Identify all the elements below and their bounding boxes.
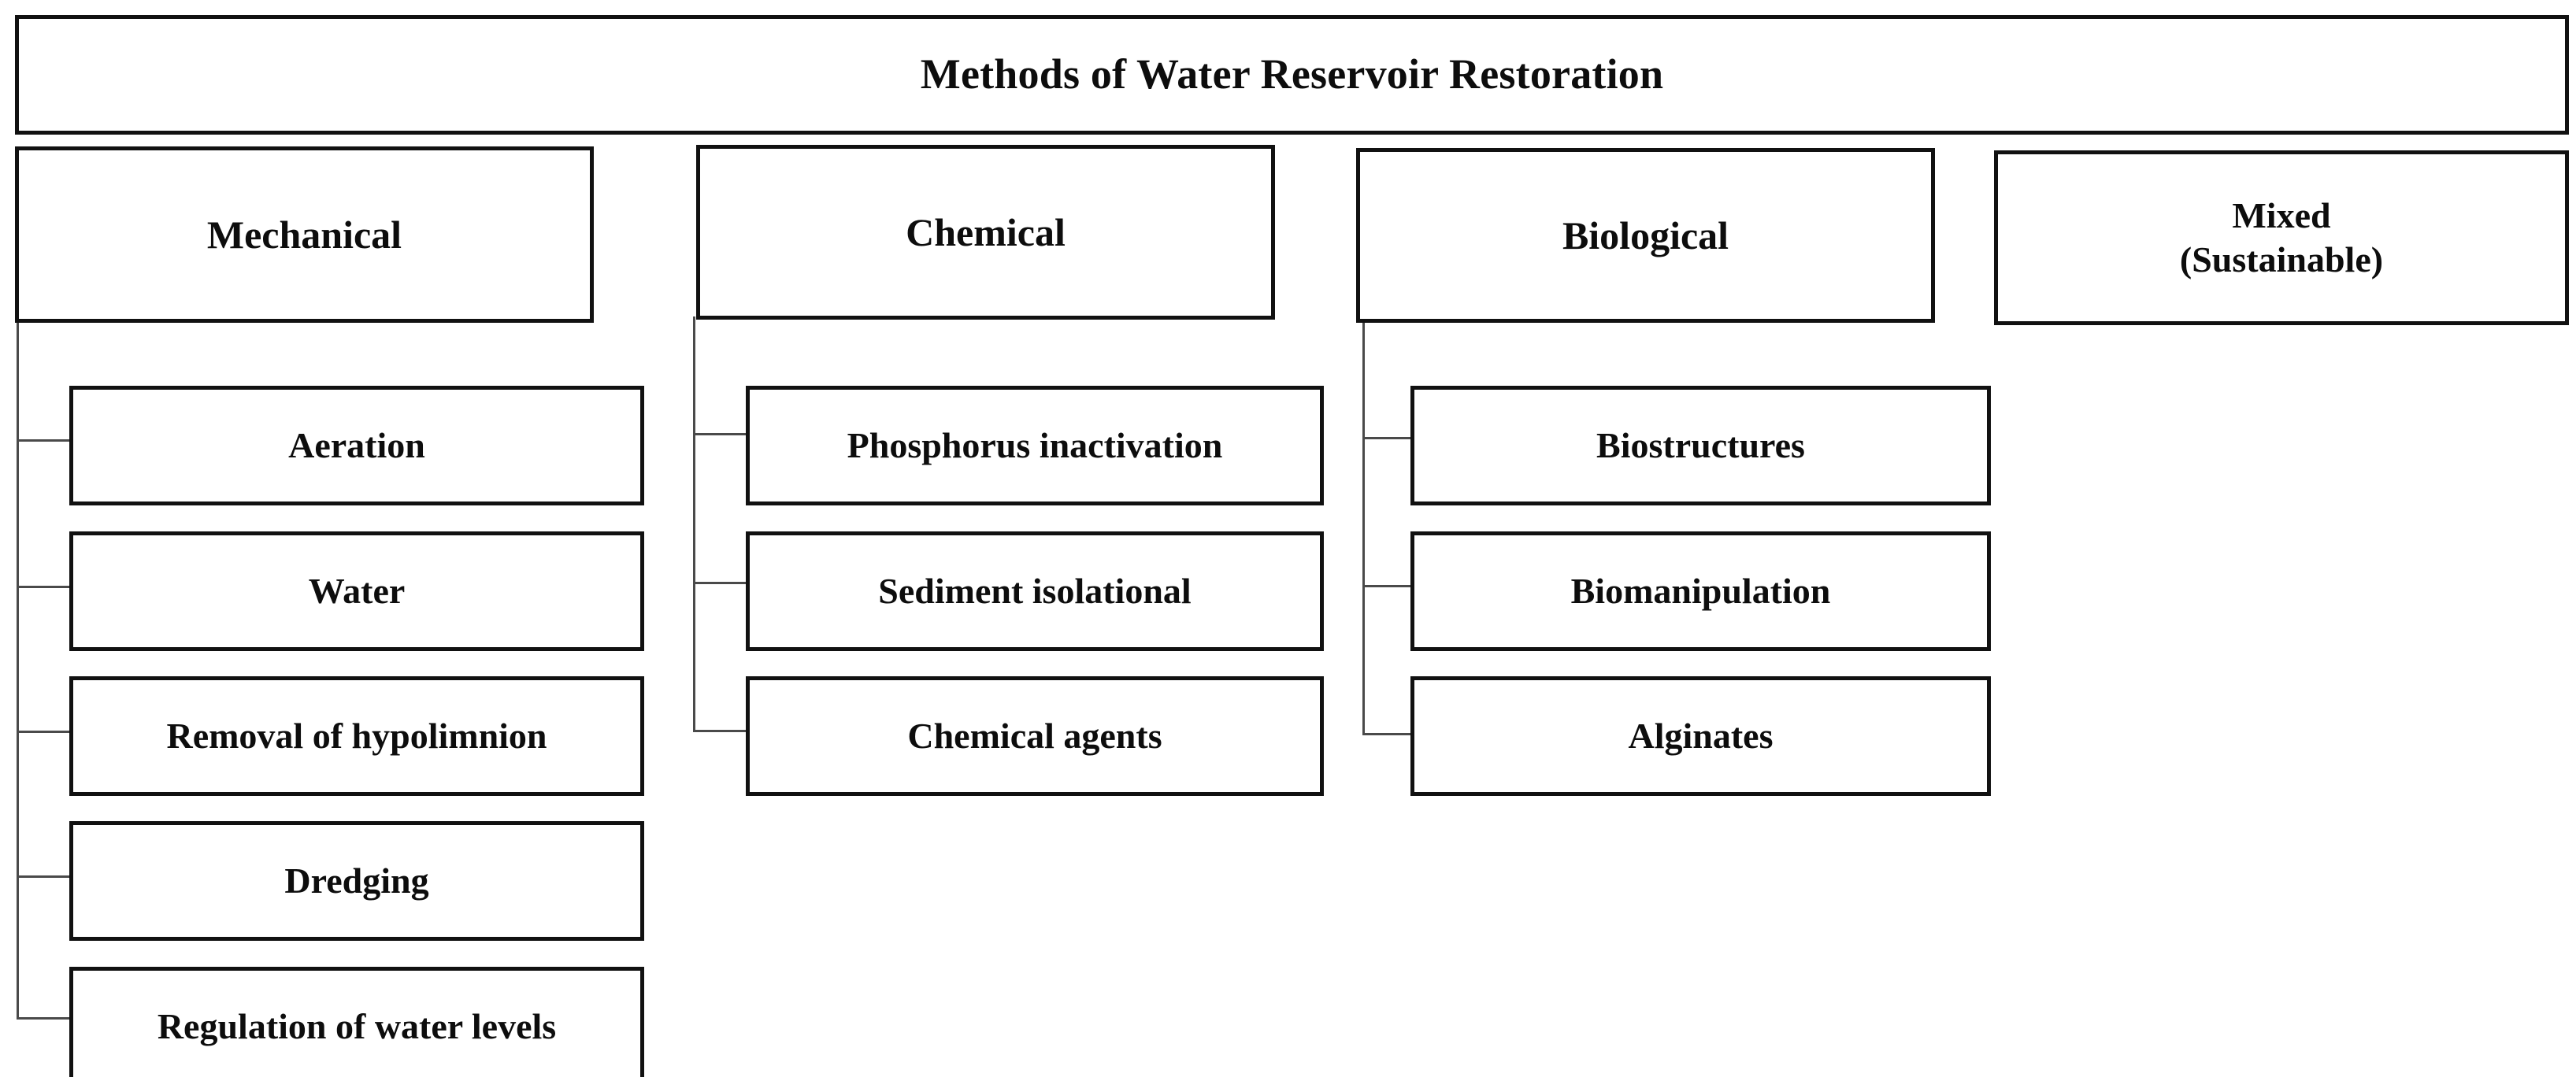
connector-trunk-chemical [693, 316, 695, 731]
leaf-label-water: Water [308, 570, 406, 611]
category-label-biological: Biological [1562, 213, 1729, 257]
leaf-box-dredging: Dredging [69, 821, 644, 941]
leaf-box-alginates: Alginates [1410, 676, 1991, 796]
connector-trunk-mechanical [17, 320, 19, 1019]
category-label-mixed-line2: (Sustainable) [2179, 239, 2384, 279]
connector-stub-chemical-1 [693, 433, 748, 435]
leaf-box-regulation-of-water-levels: Regulation of water levels [69, 967, 644, 1077]
page-title: Methods of Water Reservoir Restoration [920, 50, 1664, 98]
leaf-box-water: Water [69, 531, 644, 651]
leaf-label-biostructures: Biostructures [1596, 424, 1805, 465]
connector-stub-mechanical-2 [17, 586, 72, 588]
leaf-box-sediment-isolational: Sediment isolational [746, 531, 1324, 651]
connector-stub-biological-3 [1362, 733, 1413, 735]
connector-stub-mechanical-1 [17, 439, 72, 442]
leaf-box-chemical-agents: Chemical agents [746, 676, 1324, 796]
category-label-mechanical: Mechanical [206, 212, 402, 257]
leaf-box-biomanipulation: Biomanipulation [1410, 531, 1991, 651]
connector-stub-mechanical-4 [17, 875, 72, 878]
connector-stub-biological-2 [1362, 585, 1413, 587]
leaf-label-sediment-isolational: Sediment isolational [878, 570, 1192, 611]
leaf-label-chemical-agents: Chemical agents [907, 715, 1162, 756]
leaf-label-phosphorus-inactivation: Phosphorus inactivation [847, 424, 1223, 465]
category-box-chemical: Chemical [696, 145, 1275, 320]
leaf-label-dredging: Dredging [284, 860, 429, 901]
leaf-box-biostructures: Biostructures [1410, 386, 1991, 505]
connector-stub-biological-1 [1362, 437, 1413, 439]
connector-trunk-biological [1362, 320, 1365, 735]
leaf-label-alginates: Alginates [1628, 715, 1774, 756]
diagram-title-box: Methods of Water Reservoir Restoration [15, 15, 2569, 135]
connector-stub-chemical-3 [693, 730, 748, 732]
leaf-box-removal-of-hypolimnion: Removal of hypolimnion [69, 676, 644, 796]
category-label-mixed: Mixed (Sustainable) [1998, 194, 2565, 282]
connector-stub-mechanical-5 [17, 1017, 72, 1020]
category-box-mixed: Mixed (Sustainable) [1994, 150, 2569, 325]
leaf-box-aeration: Aeration [69, 386, 644, 505]
connector-stub-chemical-2 [693, 582, 748, 584]
connector-stub-mechanical-3 [17, 731, 72, 733]
category-box-biological: Biological [1356, 148, 1935, 323]
leaf-label-regulation-of-water-levels: Regulation of water levels [157, 1005, 557, 1046]
leaf-label-aeration: Aeration [288, 424, 425, 465]
category-label-mixed-line1: Mixed [2232, 194, 2331, 235]
leaf-label-biomanipulation: Biomanipulation [1570, 570, 1831, 611]
category-label-chemical: Chemical [906, 209, 1066, 254]
leaf-box-phosphorus-inactivation: Phosphorus inactivation [746, 386, 1324, 505]
leaf-label-removal-of-hypolimnion: Removal of hypolimnion [166, 715, 547, 756]
category-box-mechanical: Mechanical [15, 146, 594, 323]
